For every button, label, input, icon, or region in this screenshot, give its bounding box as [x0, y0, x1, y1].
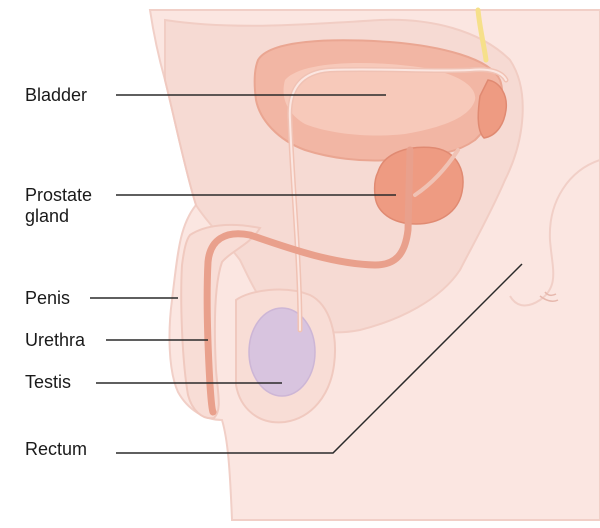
label-prostate: Prostate — [25, 185, 93, 205]
ureter — [475, 7, 489, 63]
buttock-contour — [509, 159, 600, 307]
seminal-vesicle — [477, 79, 508, 139]
label-bladder: Bladder — [25, 85, 88, 105]
rectum-leader — [116, 263, 523, 454]
urethra-shape — [203, 146, 414, 416]
label-penis: Penis — [25, 288, 71, 308]
label-rectum: Rectum — [25, 439, 88, 459]
label-testis: Testis — [25, 372, 72, 392]
anus-mark — [539, 291, 559, 302]
ejaculatory-duct — [413, 148, 460, 197]
label-urethra: Urethra — [25, 330, 86, 350]
bladder-inner — [283, 62, 476, 136]
label-prostate-gland: gland — [25, 206, 70, 226]
vas-deferens-line — [288, 68, 507, 331]
